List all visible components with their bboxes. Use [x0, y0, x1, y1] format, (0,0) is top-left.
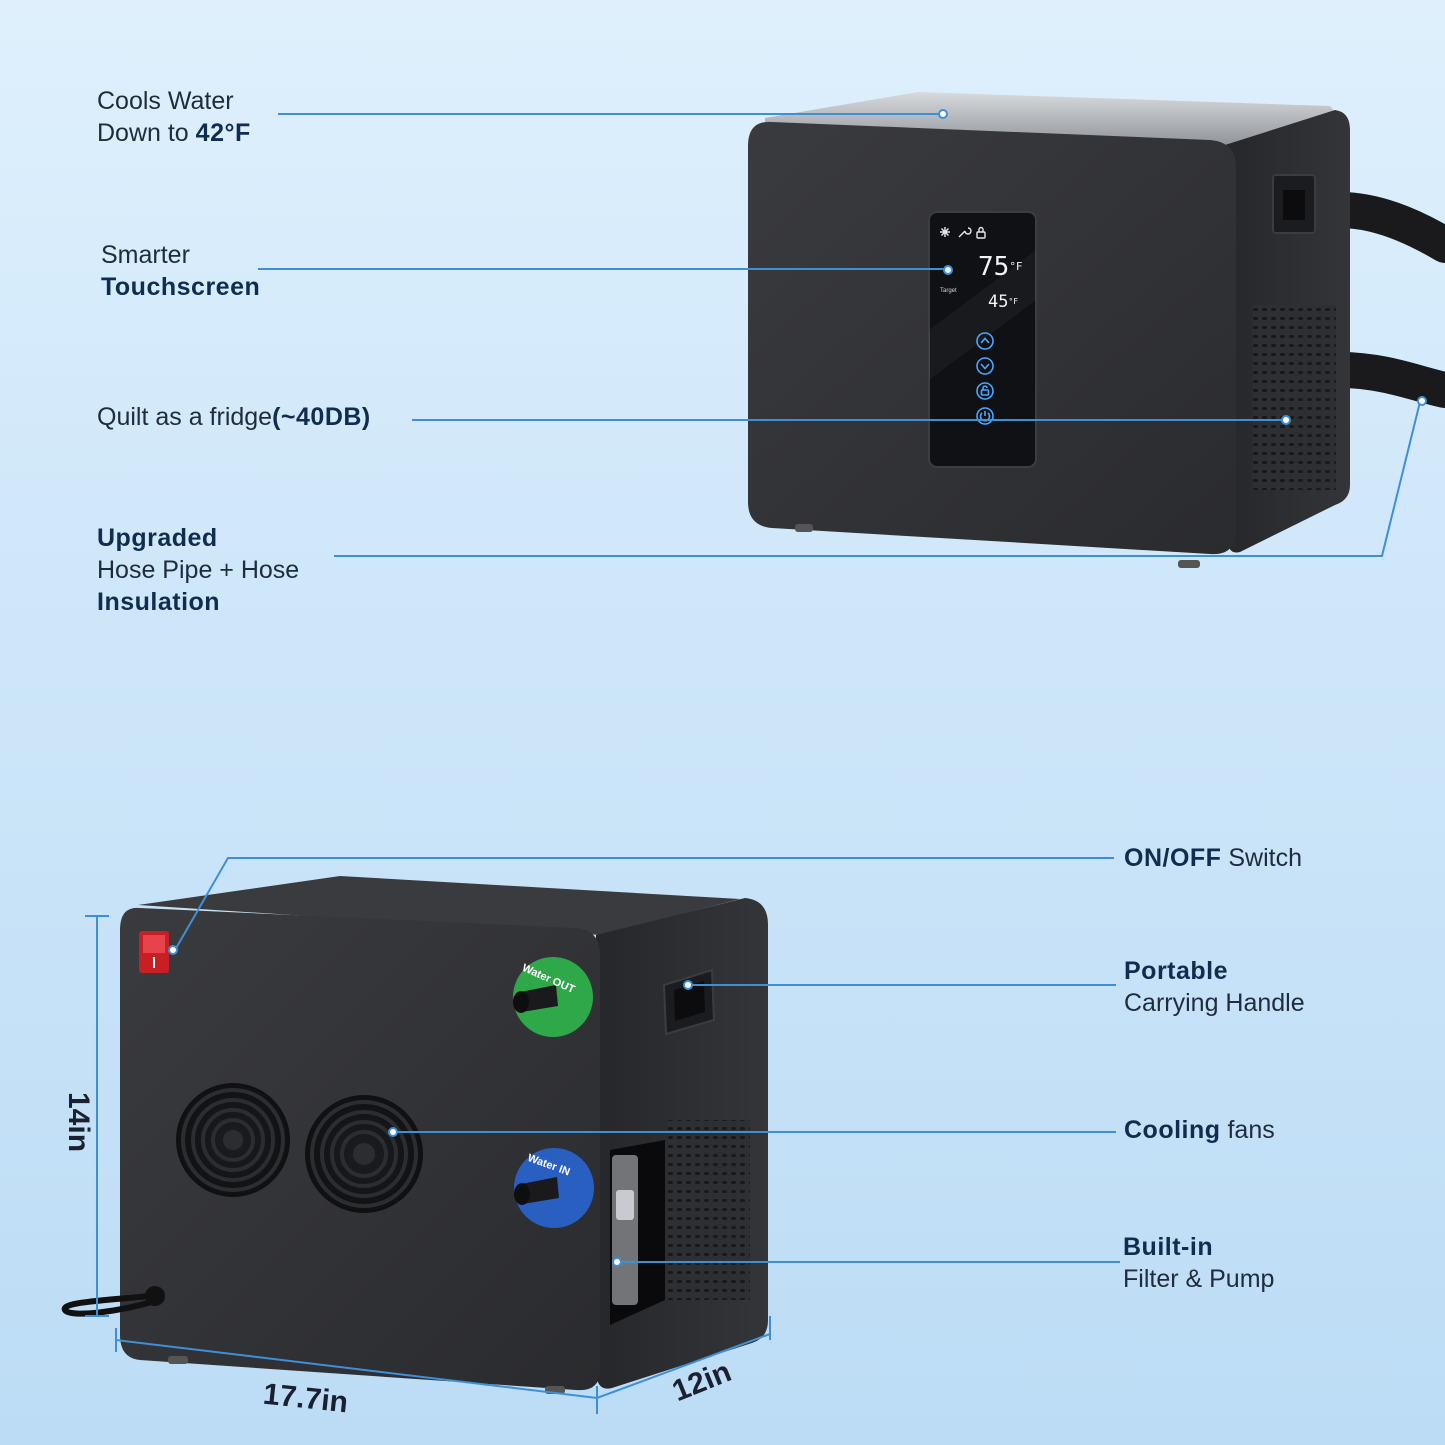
water-in-port[interactable] [514, 1148, 594, 1228]
marker-dot [612, 1257, 622, 1267]
top-unit [748, 92, 1445, 568]
marker-dot [168, 945, 178, 955]
marker-dot [1417, 396, 1427, 406]
callout-touchscreen: Smarter Touchscreen [101, 241, 261, 301]
marker-dot [938, 109, 948, 119]
callout-connectors [174, 113, 1421, 1263]
lock-icon [976, 226, 986, 239]
fan-left [176, 1083, 290, 1197]
dimension-lines [85, 915, 771, 1414]
marker-dot [683, 980, 693, 990]
marker-dot [943, 265, 953, 275]
callout-quiet: Quilt as a fridge(~40DB) [97, 403, 371, 431]
display-target-temp: 45°F [988, 292, 1019, 312]
water-out-port[interactable] [513, 957, 593, 1037]
display-target-label: Target [940, 288, 957, 294]
display-current-temp: 75°F [978, 252, 1023, 282]
marker-dot [388, 1127, 398, 1137]
dimension-height: 14in [62, 1091, 96, 1153]
snowflake-icon [940, 227, 950, 237]
callout-filter: Built-in Filter & Pump [1123, 1233, 1275, 1293]
unlock-icon[interactable] [976, 382, 994, 400]
chevron-up-icon[interactable] [976, 332, 994, 350]
callout-hose: Upgraded Hose Pipe + Hose Insulation [97, 524, 300, 616]
callout-fans: Cooling fans [1124, 1116, 1275, 1144]
callout-cools-water: Cools Water Down to 42°F [97, 87, 251, 147]
callout-switch: ON/OFF Switch [1124, 844, 1303, 872]
wrench-icon [958, 227, 972, 238]
marker-dot [1281, 415, 1291, 425]
fan-right [305, 1095, 423, 1213]
chevron-down-icon[interactable] [976, 357, 994, 375]
power-switch[interactable] [139, 931, 169, 973]
callout-handle: Portable Carrying Handle [1124, 957, 1305, 1017]
